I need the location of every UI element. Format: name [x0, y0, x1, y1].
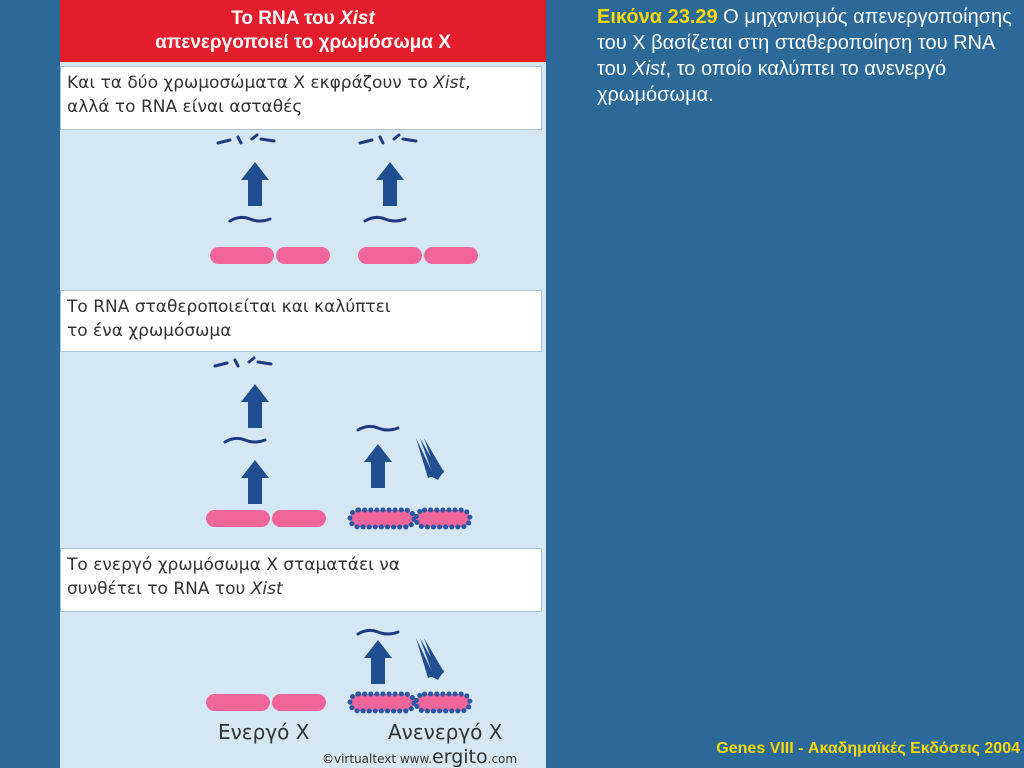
degraded-rna-fragments [360, 135, 416, 143]
step2-illustration [206, 358, 470, 527]
figure-caption: Εικόνα 23.29 Ο μηχανισμός απενεργοποίηση… [597, 4, 1017, 108]
rna-synthesis-arrow [241, 460, 269, 504]
active-x-label: Ενεργό X [218, 720, 309, 744]
xist-rna-wave [358, 426, 398, 430]
step1-description: Και τα δύο χρωμοσώματα X εκφράζουν το Xi… [60, 66, 542, 130]
rna-synthesis-arrow [364, 640, 392, 684]
step1-illustration [210, 135, 478, 264]
x-chromosome [358, 247, 478, 264]
step2-description: Το RNA σταθεροποιείται και καλύπτει το έ… [60, 290, 542, 352]
xist-figure-panel: Το RNA του Xist απενεργοποιεί το χρωμόσω… [60, 0, 546, 768]
inactive-x-label: Ανενεργό X [388, 720, 502, 744]
xist-rna-wave [358, 630, 398, 634]
rna-coating-arrows [416, 438, 444, 480]
step3-illustration [206, 630, 470, 711]
rna-synthesis-arrow [241, 384, 269, 428]
xist-rna-wave [230, 217, 270, 221]
xist-rna-wave [365, 217, 405, 221]
x-chromosome [210, 247, 330, 264]
rna-synthesis-arrow [241, 162, 269, 206]
step3-description: Το ενεργό χρωμόσωμα X σταματάει να συνθέ… [60, 548, 542, 612]
title-line-2: απενεργοποιεί το χρωμόσωμα X [60, 31, 546, 55]
figure-credit: ©virtualtext www.ergito.com [322, 746, 517, 768]
inactive-x-chromosome [350, 694, 470, 711]
xist-rna-wave [225, 438, 265, 442]
footer-source: Genes VIII - Ακαδημαϊκές Εκδόσεις 2004 [600, 740, 1020, 758]
caption-figure-number: Εικόνα 23.29 [597, 6, 718, 28]
rna-coating-arrows [416, 638, 444, 680]
title-line-1: Το RNA του Xist [60, 7, 546, 31]
x-chromosome [206, 510, 326, 527]
rna-synthesis-arrow [376, 162, 404, 206]
rna-synthesis-arrow [364, 444, 392, 488]
coated-x-chromosome [350, 510, 470, 527]
degraded-rna-fragments [218, 135, 274, 143]
figure-title: Το RNA του Xist απενεργοποιεί το χρωμόσω… [60, 0, 546, 62]
degraded-rna-fragments [215, 358, 271, 366]
active-x-chromosome [206, 694, 326, 711]
